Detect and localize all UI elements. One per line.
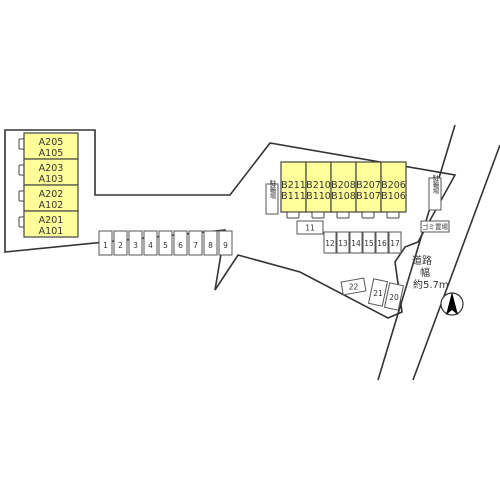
unit-b-4-lower: B107 xyxy=(356,191,381,202)
parking-slot-label: 5 xyxy=(163,241,168,250)
parking-slot-label: 2 xyxy=(118,241,123,250)
unit-b-4-upper: B207 xyxy=(356,180,381,191)
unit-b-2-lower: B110 xyxy=(306,191,331,202)
unit-b-3[interactable]: B208 B108 xyxy=(330,161,357,219)
road-width-value: 約5.7m xyxy=(413,278,449,291)
unit-a-2[interactable]: A203 A103 xyxy=(18,158,79,186)
parking-slot[interactable] xyxy=(349,231,363,254)
parking-slot[interactable] xyxy=(143,230,158,256)
unit-b-2-body xyxy=(305,161,332,213)
unit-a-3-upper: A202 xyxy=(39,189,64,200)
unit-b-1-body xyxy=(280,161,307,213)
unit-b-4-body xyxy=(355,161,382,213)
garbage-station: ゴミ置場 xyxy=(420,220,450,233)
parking-slot-label: 3 xyxy=(133,241,138,250)
unit-a-2-upper: A203 xyxy=(39,163,64,174)
parking-slot[interactable] xyxy=(388,231,402,254)
parking-slot-label: 22 xyxy=(349,283,359,292)
parking-row-b: 12 13 14 15 16 17 xyxy=(323,231,402,254)
unit-a-1-upper: A205 xyxy=(39,137,64,148)
parking-slot-label: 1 xyxy=(103,241,108,250)
parking-slot[interactable] xyxy=(203,230,218,256)
unit-b-3-body xyxy=(330,161,357,213)
north-arrow-icon xyxy=(440,292,464,316)
unit-b-1-upper: B211 xyxy=(281,180,306,191)
parking-slot-label: 6 xyxy=(178,241,183,250)
parking-slot-label: 17 xyxy=(390,239,400,248)
unit-b-3-lower: B108 xyxy=(331,191,356,202)
parking-slot-label: 21 xyxy=(373,289,383,298)
parking-slot-label: 8 xyxy=(208,241,213,250)
parking-slot-label: 14 xyxy=(351,239,361,248)
parking-slot-11[interactable]: 11 xyxy=(296,220,324,235)
parking-slot[interactable] xyxy=(336,231,350,254)
bicycle-parking-right-label: 駐輪場 xyxy=(431,173,439,195)
parking-slot-label: 7 xyxy=(193,241,198,250)
parking-slot[interactable] xyxy=(98,230,113,256)
parking-slot[interactable] xyxy=(128,230,143,256)
parking-slot[interactable] xyxy=(158,230,173,256)
parking-slot[interactable] xyxy=(362,231,376,254)
road-edge-left xyxy=(377,124,456,381)
parking-slot[interactable] xyxy=(375,231,389,254)
unit-b-2-upper: B210 xyxy=(306,180,331,191)
road-name: 道路 xyxy=(412,254,432,267)
parking-slot-22[interactable]: 22 xyxy=(340,277,367,296)
road-label: 道路 幅 約5.7m xyxy=(412,254,449,291)
unit-a-2-lower: A103 xyxy=(39,174,64,185)
unit-a-1-lower: A105 xyxy=(39,148,64,159)
bicycle-parking-left: 駐輪場 xyxy=(265,178,279,215)
garbage-station-label: ゴミ置場 xyxy=(422,222,449,231)
parking-slot-label: 15 xyxy=(364,239,374,248)
unit-a-4-lower: A101 xyxy=(39,226,64,237)
unit-a-4[interactable]: A201 A101 xyxy=(18,210,79,238)
unit-b-2[interactable]: B210 B110 xyxy=(305,161,332,219)
road-width-label: 幅 xyxy=(420,266,430,279)
unit-b-5-body xyxy=(380,161,407,213)
road-edge-right xyxy=(412,144,500,381)
unit-b-5-lower: B106 xyxy=(381,191,406,202)
parking-slot[interactable] xyxy=(323,231,337,254)
parking-slot[interactable] xyxy=(218,230,233,256)
unit-b-5[interactable]: B206 B106 xyxy=(380,161,407,219)
parking-row-a: 1 2 3 4 5 6 7 8 9 xyxy=(98,230,233,256)
unit-a-3-lower: A102 xyxy=(39,200,64,211)
parking-slot-label: 13 xyxy=(338,239,348,248)
unit-a-4-upper: A201 xyxy=(39,215,64,226)
parking-slot-label: 4 xyxy=(148,241,153,250)
building-a: A205 A105 A203 A103 A202 A102 A201 A101 xyxy=(18,132,79,238)
unit-b-4[interactable]: B207 B107 xyxy=(355,161,382,219)
parking-slot-21[interactable]: 21 xyxy=(367,278,389,307)
parking-slot[interactable] xyxy=(113,230,128,256)
parking-slot[interactable] xyxy=(173,230,188,256)
unit-a-4-body xyxy=(23,210,79,238)
parking-slot-label: 12 xyxy=(325,239,335,248)
unit-b-3-upper: B208 xyxy=(331,180,356,191)
unit-b-1[interactable]: B211 B111 xyxy=(280,161,307,219)
unit-a-2-body xyxy=(23,158,79,186)
building-b: B211 B111 B210 B110 B208 B108 B207 B107 … xyxy=(280,161,407,219)
unit-b-1-lower: B111 xyxy=(281,191,306,202)
parking-slot-label: 20 xyxy=(389,293,399,302)
unit-b-5-upper: B206 xyxy=(381,180,406,191)
unit-a-1[interactable]: A205 A105 xyxy=(18,132,79,160)
unit-a-3-body xyxy=(23,184,79,212)
parking-slot-20[interactable]: 20 xyxy=(383,282,405,311)
bicycle-parking-left-label: 駐輪場 xyxy=(268,178,276,200)
parking-slot-label: 16 xyxy=(377,239,387,248)
parking-slot-label: 9 xyxy=(223,241,228,250)
parking-slot-label: 11 xyxy=(305,224,315,233)
unit-a-3[interactable]: A202 A102 xyxy=(18,184,79,212)
parking-slot[interactable] xyxy=(188,230,203,256)
bicycle-parking-right: 駐輪場 xyxy=(428,173,442,211)
